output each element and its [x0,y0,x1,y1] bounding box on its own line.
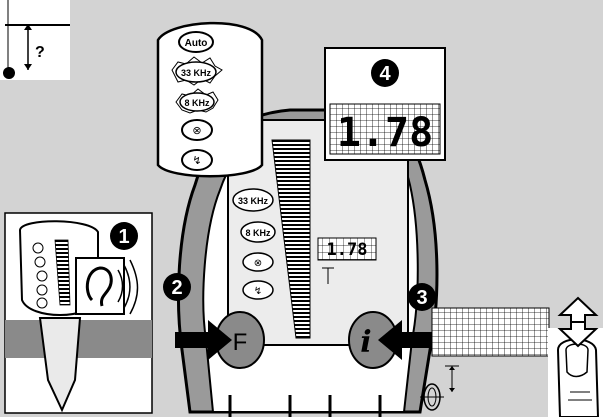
audio-inset [4,212,153,414]
target-ring-icon [420,383,444,411]
lightning-icon: ↯ [254,286,262,297]
badge-4-label: 4 [379,63,391,85]
readout-zoom-panel: 1.78 [324,47,446,161]
badge-4: 4 [371,59,399,87]
device-power-button[interactable]: ↯ [242,280,274,300]
antenna-icon: ⊗ [192,125,201,137]
large-readout-value: 1.78 [337,110,433,156]
f-button-label: F [233,329,248,356]
badge-2-label: 2 [171,277,182,299]
badge-1: 1 [110,222,138,250]
info-button-label: i [360,325,371,360]
power-mode-button[interactable]: ↯ [181,149,213,171]
buried-line-icon [3,67,15,79]
scale-grid-panel [420,307,550,411]
signal-bargraph [271,139,311,339]
arrow-to-info-button [378,320,435,360]
locator-device: 33 KHz 8 KHz ⊗ ↯ 1.78 F i [176,108,439,417]
device-radio-button[interactable]: ⊗ [242,252,274,272]
keypad-zoom-panel: Auto 33 KHz 8 KHz ⊗ ↯ [156,21,264,178]
freq-high-label: 33 KHz [181,68,212,78]
auto-button[interactable]: Auto [178,31,214,53]
freq-high-indicator: 33 KHz [171,56,223,86]
freq-low-indicator: 8 KHz [175,88,219,114]
auto-button-label: Auto [185,38,208,49]
device-small-display: 1.78 [317,237,377,284]
arrow-to-f-button [175,320,232,360]
device-freq-high-label: 33 KHz [238,196,269,206]
badge-1-label: 1 [118,226,129,248]
device-freq-low-label: 8 KHz [245,228,271,238]
badge-3: 3 [408,283,436,311]
badge-3-label: 3 [416,287,427,309]
lightning-icon: ↯ [192,155,201,167]
small-readout-value: 1.78 [327,240,368,260]
device-freq-high-indicator: 33 KHz [232,188,274,212]
depth-unknown-marker: ? [35,44,45,61]
badge-2: 2 [163,273,191,301]
radio-mode-button[interactable]: ⊗ [181,119,213,141]
ear-icon [85,259,139,315]
freq-low-label: 8 KHz [184,98,210,108]
up-down-arrows-icon[interactable] [557,296,599,348]
depth-inset: ? [0,0,70,80]
antenna-icon: ⊗ [254,258,262,269]
device-freq-low-indicator: 8 KHz [240,221,276,243]
